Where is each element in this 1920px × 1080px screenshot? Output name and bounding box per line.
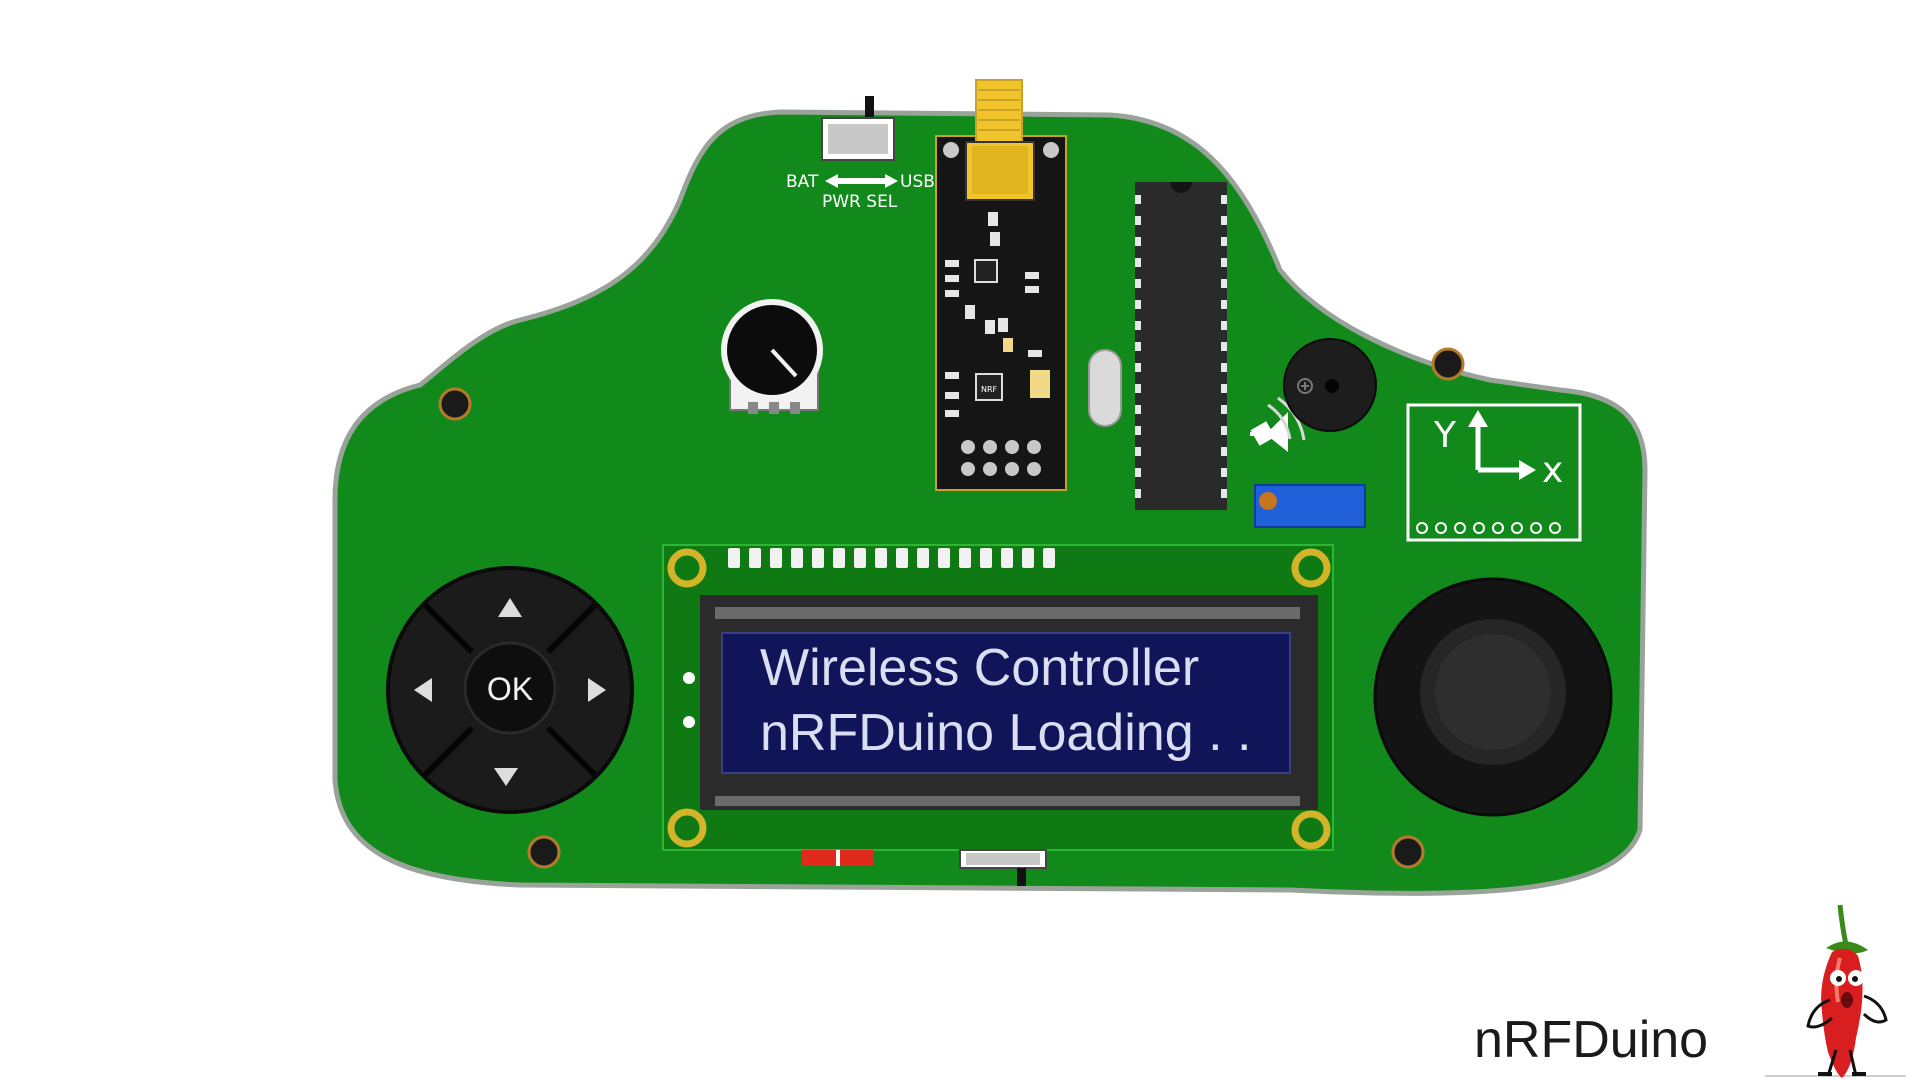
- lcd-header-pins: [728, 548, 1055, 568]
- power-select-caption: PWR SEL: [822, 192, 898, 212]
- power-select-arrows-icon: [825, 174, 898, 188]
- thumb-joystick[interactable]: [1373, 577, 1613, 817]
- arrow-down-icon[interactable]: [494, 768, 518, 786]
- dip-microcontroller: [1135, 182, 1227, 510]
- nrf-radio-module: [935, 79, 1067, 491]
- ok-button[interactable]: [463, 641, 557, 735]
- accelerometer-module: [1406, 403, 1582, 542]
- arrow-left-icon[interactable]: [414, 678, 432, 702]
- axis-label-x: x: [1542, 450, 1563, 491]
- bottom-slide-switch[interactable]: [959, 849, 1047, 886]
- buzzer: [1283, 338, 1377, 432]
- mounting-holes: [438, 347, 1465, 869]
- power-label-bat: BAT: [786, 172, 819, 192]
- microcontroller-pins: [1135, 195, 1227, 498]
- arrow-right-icon[interactable]: [588, 678, 606, 702]
- lcd-module: [662, 544, 1334, 851]
- radio-chip-marking: NRF: [981, 385, 998, 394]
- red-tactile-button[interactable]: [802, 850, 874, 866]
- rotary-potentiometer[interactable]: [721, 299, 823, 414]
- arrow-up-icon[interactable]: [498, 598, 522, 617]
- power-select-switch[interactable]: [821, 96, 895, 161]
- power-label-usb: USB: [900, 172, 935, 192]
- lcd-line-1: Wireless Controller: [760, 639, 1199, 697]
- chili-mascot-icon: [1765, 904, 1906, 1078]
- blue-trimpot[interactable]: [1254, 484, 1366, 528]
- lcd-line-2: nRFDuino Loading . .: [760, 704, 1251, 762]
- axis-label-y: Y: [1433, 415, 1457, 456]
- speaker-icon: [1250, 396, 1306, 452]
- ok-button-label: OK: [487, 671, 533, 707]
- crystal-oscillator: [1088, 349, 1122, 427]
- brand-name: nRFDuino: [1474, 1011, 1709, 1069]
